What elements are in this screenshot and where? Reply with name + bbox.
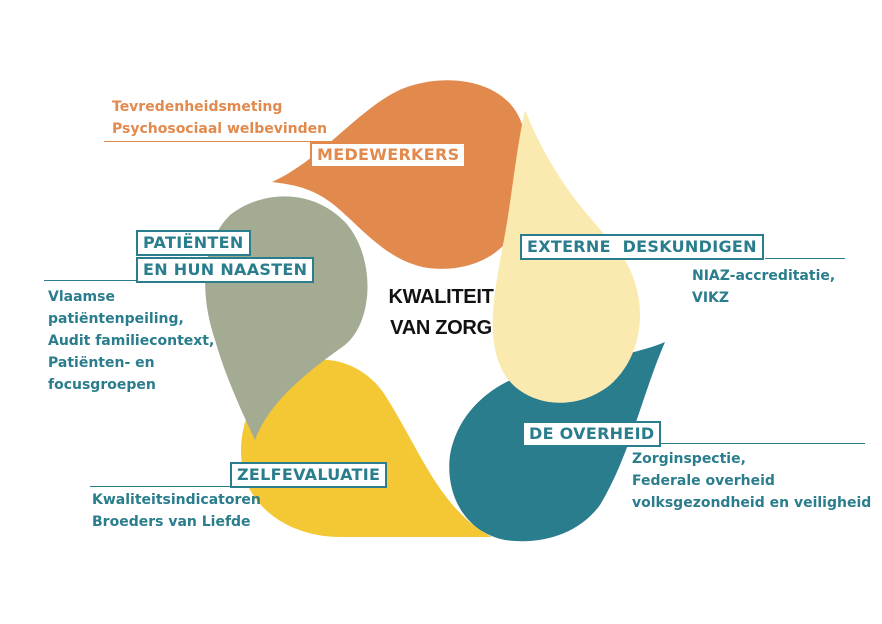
patienten-label-line1: PATIËNTEN <box>136 230 251 256</box>
zelfevaluatie-rule <box>90 486 230 487</box>
petal-medewerkers <box>272 80 529 269</box>
overheid-items: Zorginspectie, Federale overheid volksge… <box>632 448 871 514</box>
overheid-rule <box>660 443 865 444</box>
center-title-line1: KWALITEIT <box>388 286 494 308</box>
externe-deskundigen-items: NIAZ-accreditatie, VIKZ <box>692 265 835 309</box>
center-title-line2: VAN ZORG <box>390 317 492 339</box>
zelfevaluatie-item: Broeders van Liefde <box>92 514 251 530</box>
patienten-item: Patiënten- en <box>48 355 155 371</box>
overheid-item: Federale overheid <box>632 473 775 489</box>
center-title: KWALITEIT VAN ZORG <box>372 282 510 344</box>
externe-deskundigen-rule <box>765 258 845 259</box>
petal-zelfevaluatie <box>241 359 492 537</box>
patienten-label-line2: EN HUN NAASTEN <box>136 257 315 283</box>
externe-deskundigen-label: EXTERNE DESKUNDIGEN <box>520 234 764 260</box>
medewerkers-rule <box>104 141 434 142</box>
overheid-item: Zorginspectie, <box>632 451 746 467</box>
externe-deskundigen-item: VIKZ <box>692 290 730 306</box>
patienten-items: Vlaamse patiëntenpeiling, Audit familiec… <box>48 286 214 396</box>
patienten-item: patiëntenpeiling, <box>48 311 184 327</box>
medewerkers-label: MEDEWERKERS <box>310 142 467 168</box>
medewerkers-items: Tevredenheidsmeting Psychosociaal welbev… <box>112 96 327 140</box>
patienten-item: Vlaamse <box>48 289 115 305</box>
patienten-item: focusgroepen <box>48 377 156 393</box>
externe-deskundigen-item: NIAZ-accreditatie, <box>692 268 836 284</box>
patienten-item: Audit familiecontext, <box>48 333 215 349</box>
overheid-item: volksgezondheid en veiligheid <box>632 495 872 511</box>
zelfevaluatie-items: Kwaliteitsindicatoren Broeders van Liefd… <box>92 489 261 533</box>
medewerkers-item: Tevredenheidsmeting <box>112 99 283 115</box>
medewerkers-item: Psychosociaal welbevinden <box>112 121 328 137</box>
zelfevaluatie-item: Kwaliteitsindicatoren <box>92 492 261 508</box>
patienten-rule <box>44 280 136 281</box>
overheid-label: DE OVERHEID <box>522 421 662 447</box>
zelfevaluatie-label: ZELFEVALUATIE <box>230 462 388 488</box>
